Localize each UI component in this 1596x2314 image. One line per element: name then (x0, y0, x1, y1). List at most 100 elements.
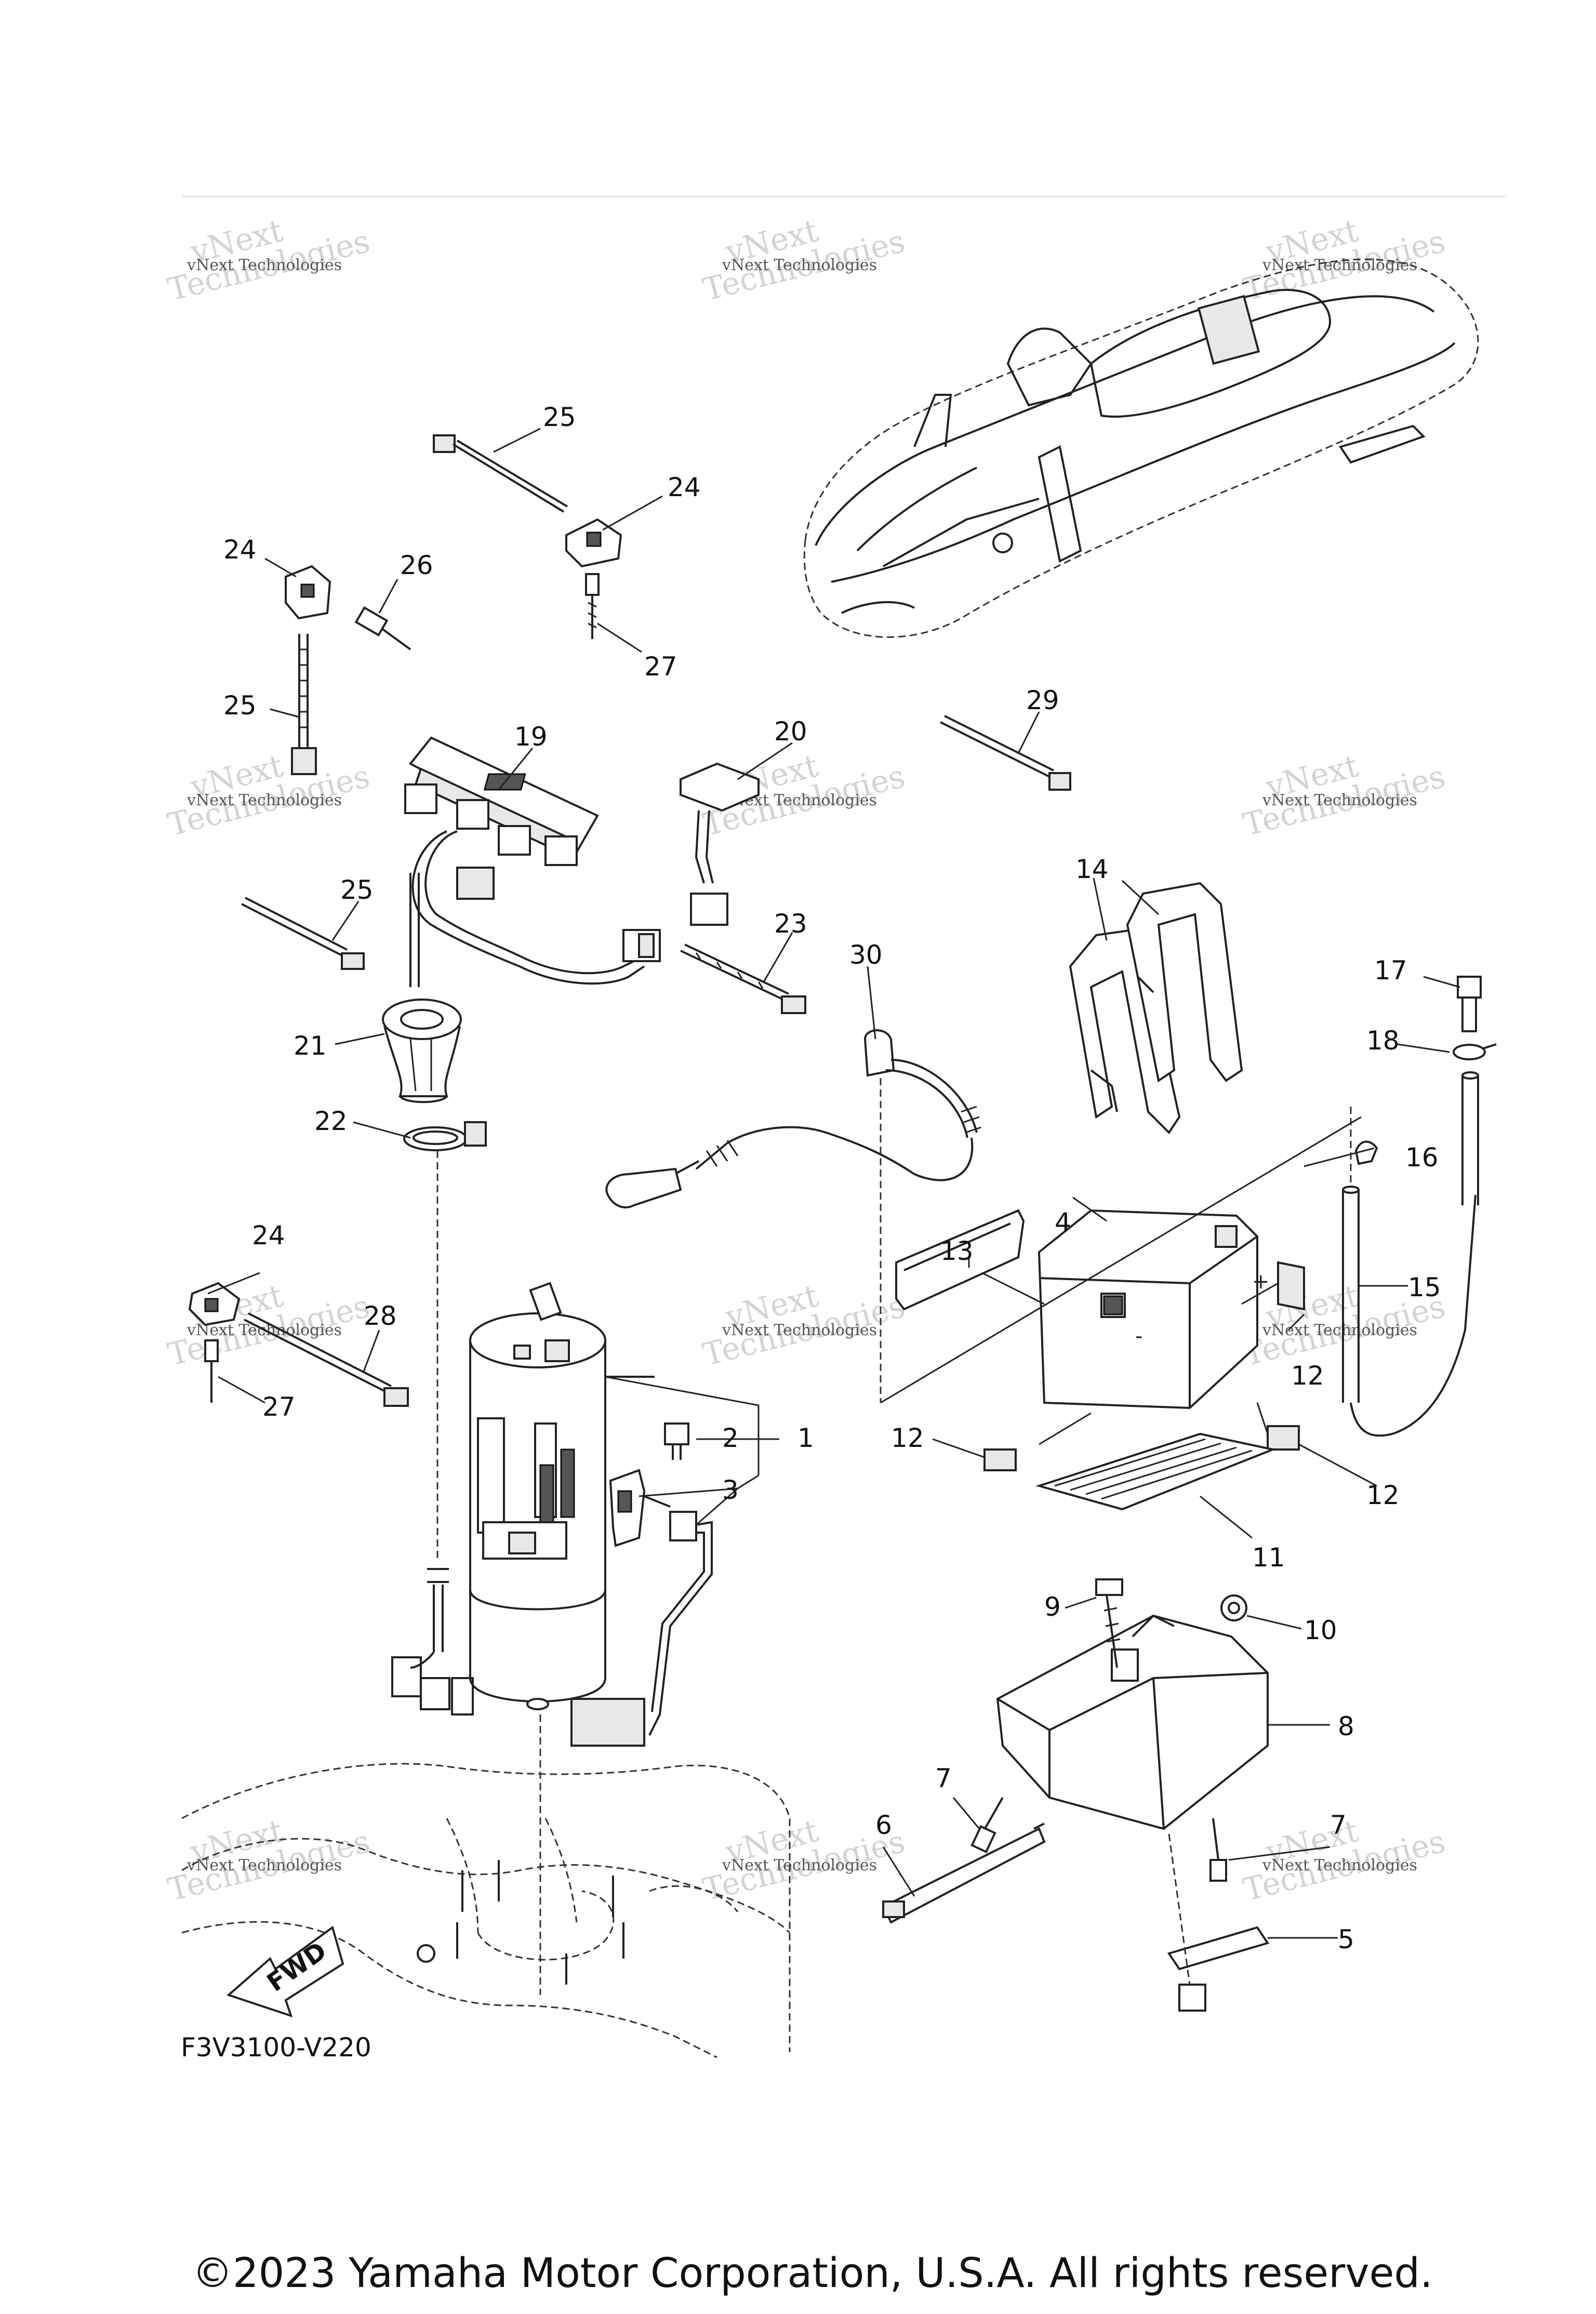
switch (483, 762, 760, 926)
battery-spacer (895, 1209, 1025, 1311)
callout: 12 (1291, 1361, 1324, 1391)
pressure-regulator (664, 1422, 689, 1460)
callout: 21 (294, 1031, 327, 1061)
cable-tie (291, 634, 317, 775)
vent-tube (1461, 1071, 1479, 1205)
watermark: vNext Technologies (699, 1278, 908, 1373)
battery: - + (1038, 1209, 1270, 1409)
callout: 2 (722, 1423, 739, 1453)
callout: 30 (849, 940, 883, 970)
leader-lines (207, 428, 1460, 1939)
callout: 7 (1330, 1810, 1347, 1840)
callout: 15 (1408, 1272, 1441, 1302)
callout: 27 (262, 1392, 296, 1422)
callout: 8 (1338, 1711, 1354, 1741)
callout: 26 (400, 550, 433, 580)
watermark: vNext Technologies (1240, 748, 1448, 843)
callout: 23 (774, 909, 807, 939)
vent-hose (1342, 1107, 1477, 1437)
cable-tie (433, 434, 568, 513)
callout: 28 (364, 1301, 397, 1331)
battery-box (996, 1614, 1269, 1830)
watermark: vNext Technologies (164, 212, 373, 308)
grommet-hole (417, 1944, 435, 1963)
callout: 4 (1055, 1207, 1071, 1238)
watermark-small: vNext Technologies (187, 791, 342, 809)
callout: 18 (1366, 1026, 1400, 1056)
callout: 25 (340, 875, 374, 905)
callout: 22 (314, 1106, 348, 1136)
battery-cable (605, 1029, 981, 1403)
push-pin (970, 1797, 1004, 1854)
cable-tie (940, 715, 1071, 791)
fuel-pump (469, 1282, 655, 1710)
callout: 13 (940, 1236, 974, 1266)
watermark-small: vNext Technologies (187, 256, 342, 274)
watermark-small: vNext Technologies (1262, 256, 1417, 274)
fuel-sender (570, 1469, 713, 1747)
watermark-small: vNext Technologies (187, 1856, 342, 1874)
callout: 27 (644, 651, 677, 682)
callout: 1 (797, 1423, 814, 1453)
callout: 12 (891, 1423, 924, 1453)
switch-assembly (404, 736, 661, 987)
watermark: vNext Technologies (164, 1813, 373, 1908)
nut (1220, 1594, 1247, 1621)
cable-tie (244, 1312, 409, 1407)
callout: 24 (223, 535, 257, 565)
hull-deck (181, 1714, 791, 2058)
watermark-small: vNext Technologies (1262, 1856, 1417, 1874)
watermark-small: vNext Technologies (722, 1321, 877, 1339)
hose-clip (1453, 1043, 1497, 1060)
battery-mat (1035, 1432, 1276, 1511)
callout: 14 (1075, 854, 1109, 884)
battery-pad (983, 1448, 1017, 1471)
cable-tie (241, 897, 365, 970)
callout: 6 (875, 1810, 892, 1840)
watermark: vNext Technologies (164, 1278, 373, 1373)
screw (585, 573, 600, 639)
callout: 10 (1304, 1615, 1337, 1645)
forward-arrow: FWD (227, 1925, 344, 2018)
watermark-small: vNext Technologies (1262, 1321, 1417, 1339)
battery-band (1126, 882, 1243, 1083)
callout: 12 (1366, 1480, 1400, 1510)
callout: 25 (223, 690, 257, 721)
grommet (382, 999, 462, 1103)
battery-pad (1277, 1261, 1305, 1311)
screw (204, 1339, 219, 1403)
callout: 19 (514, 722, 548, 752)
callout: 16 (1405, 1142, 1439, 1173)
svg-text:-: - (1135, 1324, 1142, 1348)
callout: 11 (1252, 1542, 1285, 1573)
clamp (285, 565, 331, 620)
hose-fitting (1457, 976, 1482, 1032)
hose-clip (1354, 1140, 1378, 1165)
bracket (1167, 1833, 1270, 2012)
watermark: vNext Technologies (699, 212, 908, 308)
hose-clamp (403, 1121, 487, 1151)
callout: 3 (722, 1475, 739, 1505)
watermark-small: vNext Technologies (722, 1856, 877, 1874)
watermark: vNext Technologies (1240, 212, 1448, 308)
callout: 5 (1338, 1924, 1354, 1954)
push-pin (1209, 1818, 1227, 1882)
callout: 29 (1026, 685, 1059, 715)
callout: 24 (668, 472, 701, 502)
callout: 24 (252, 1220, 285, 1251)
watermark-small: vNext Technologies (722, 256, 877, 274)
copyright-notice: ©2023 Yamaha Motor Corporation, U.S.A. A… (192, 2250, 1433, 2297)
bracket (882, 1823, 1046, 1924)
push-pin (354, 606, 411, 650)
drawing-code: F3V3100-V220 (181, 2032, 371, 2063)
callouts: 1 2 3 3 4 5 6 7 7 8 9 10 11 12 12 12 13 … (223, 402, 1441, 1954)
callout: 7 (935, 1763, 952, 1793)
clamp (188, 1282, 241, 1326)
callout: 9 (1044, 1592, 1061, 1622)
watermarks: vNext Technologies vNext Technologies vN… (164, 212, 1448, 1908)
callout: 20 (774, 716, 807, 747)
battery-pad (1267, 1425, 1300, 1451)
battery-band (1069, 928, 1181, 1135)
